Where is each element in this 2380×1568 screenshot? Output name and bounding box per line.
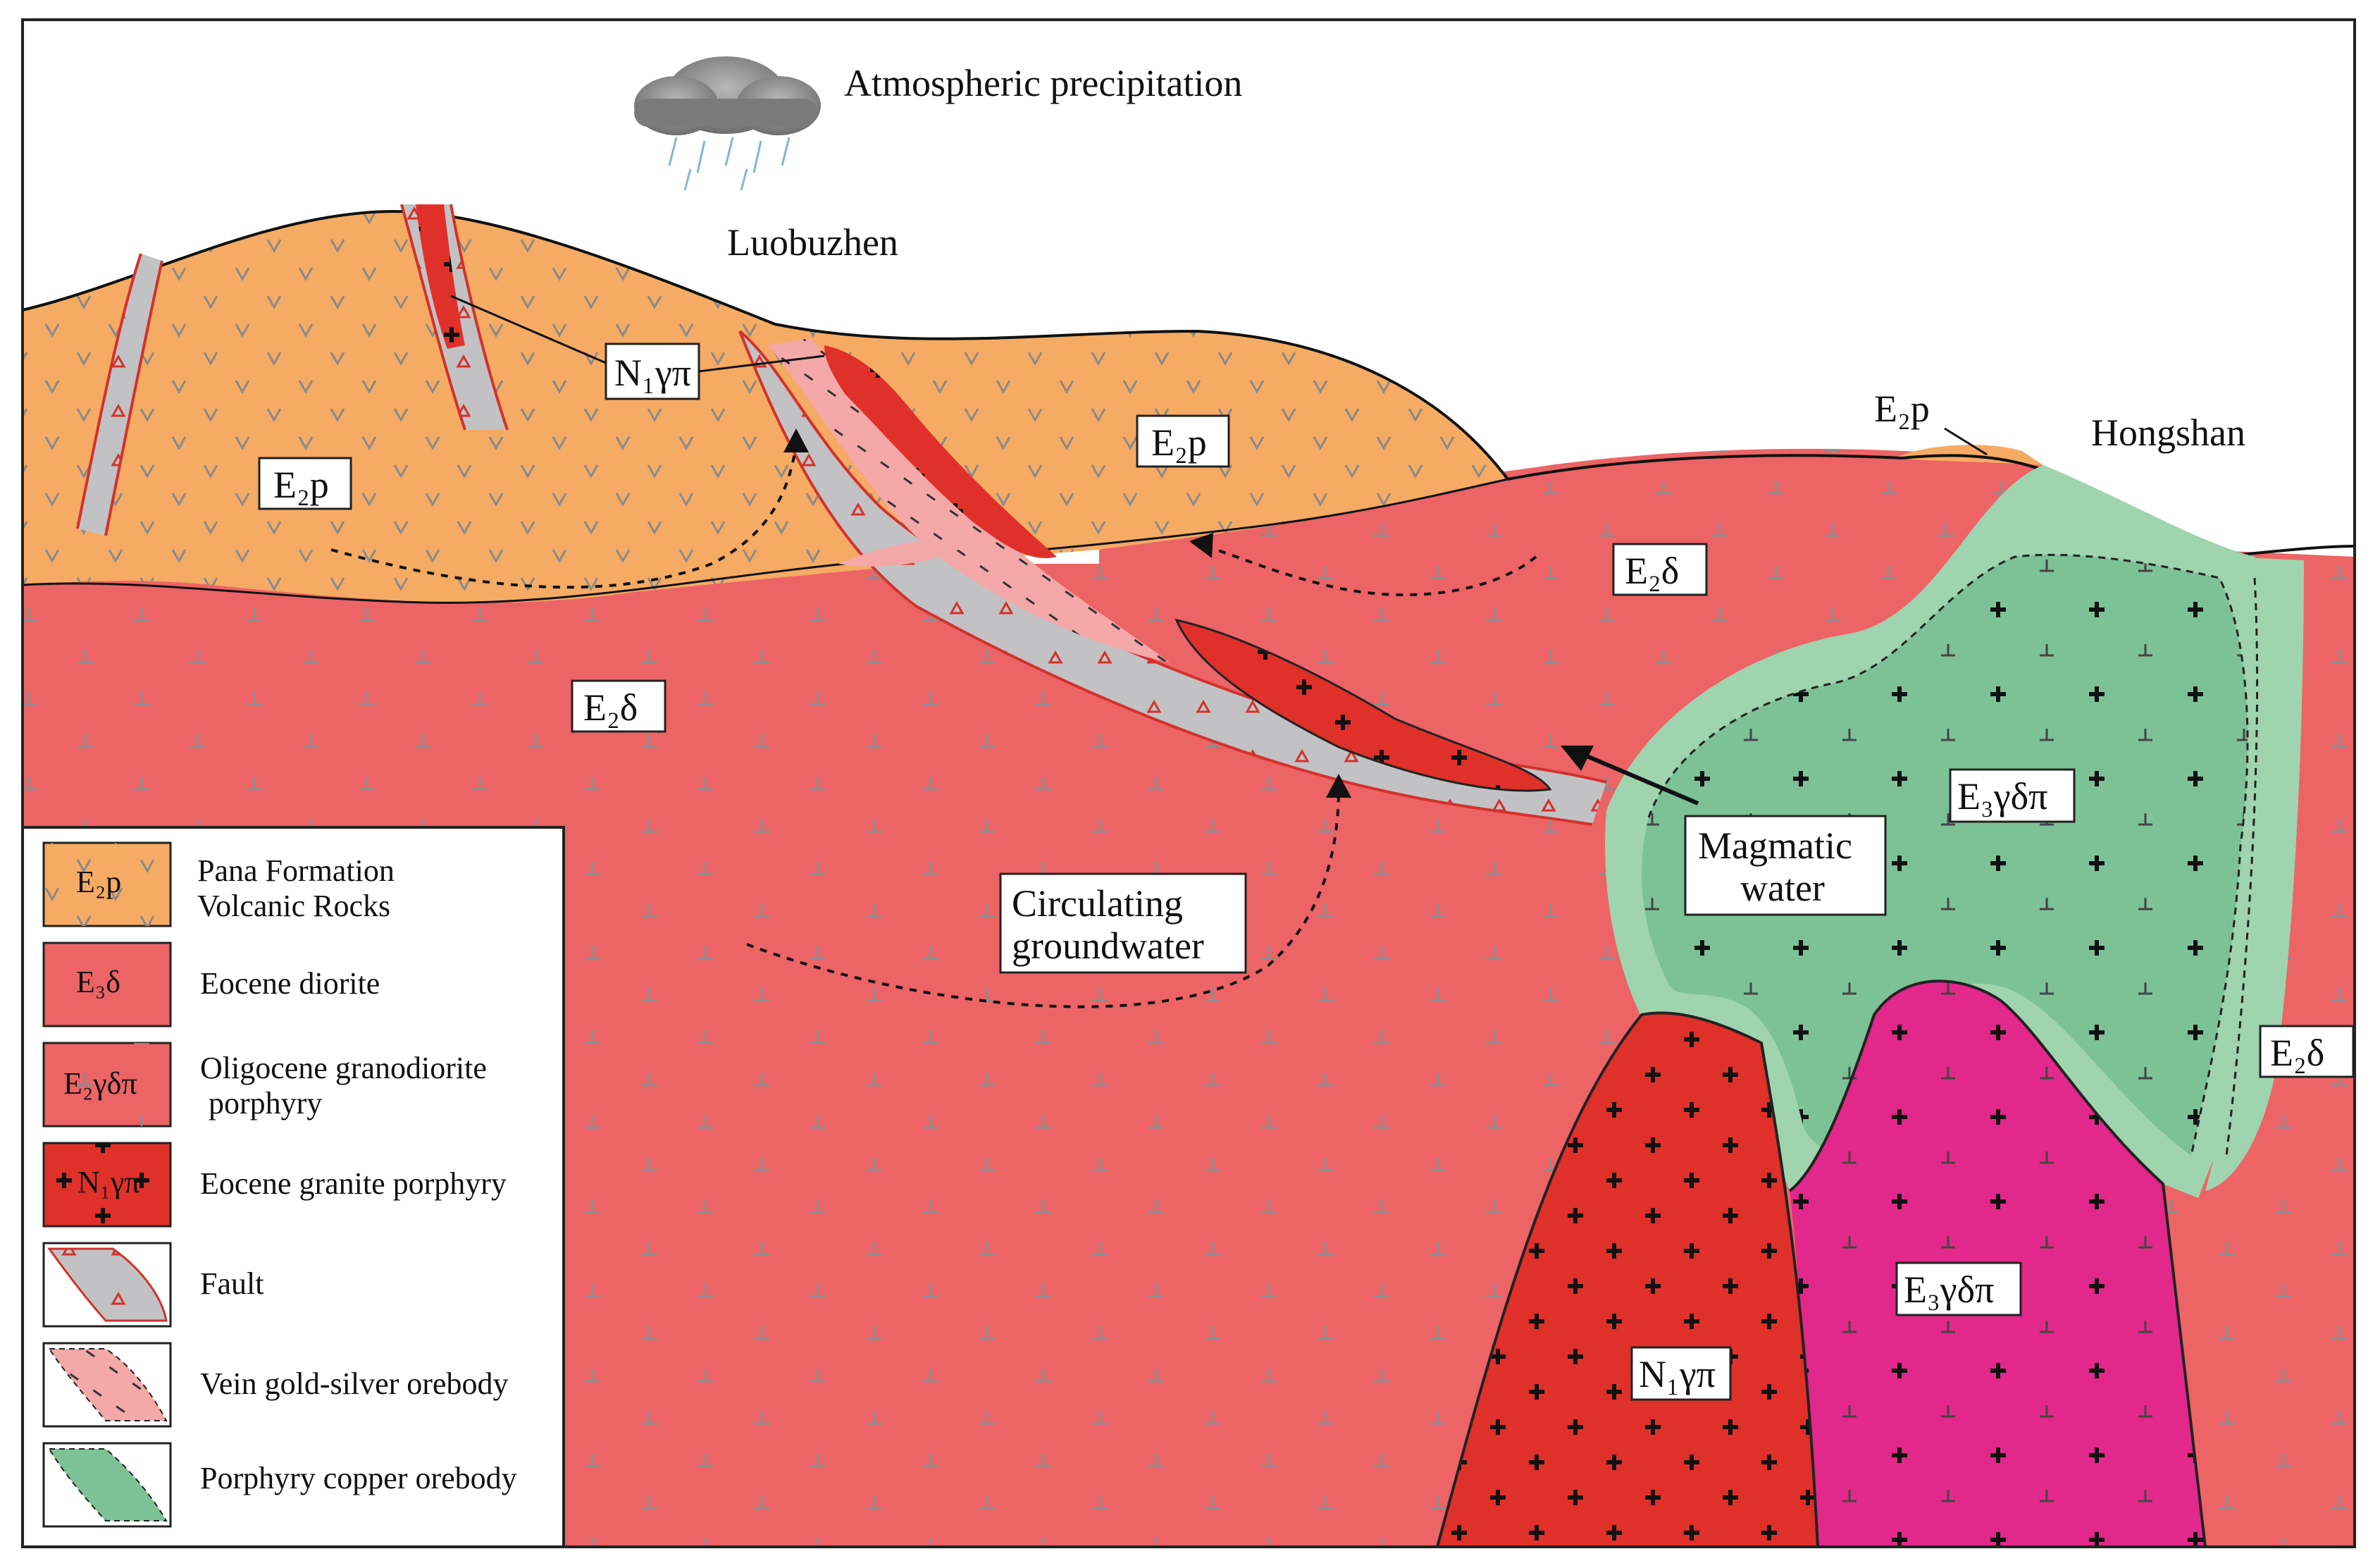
label-e2p-hongshan: E₂p [1874, 388, 1988, 456]
label-n1gp-lower: N₁γπ [1630, 1346, 1732, 1401]
magmatic-water-label: Magmatic water [1684, 815, 1887, 916]
svg-text:E₂γδπ: E₂γδπ [63, 1066, 137, 1101]
svg-text:N₁γπ: N₁γπ [1639, 1353, 1716, 1395]
label-e2delta-left: E₂δ [571, 679, 667, 733]
arrow-heads [783, 428, 1351, 798]
svg-text:E₂p: E₂p [1151, 421, 1207, 464]
legend-item-porphyry: Porphyry copper orebody [42, 1442, 517, 1528]
label-e2p-left: E₂p [258, 457, 352, 510]
svg-text:E₂p: E₂p [76, 865, 121, 899]
svg-text:Fault: Fault [200, 1266, 264, 1301]
svg-text:E₂δ: E₂δ [583, 686, 638, 729]
unit-labels: N₁γπ E₂p E₂p E₂p E₂δ E₂δ E₂δ E₃γδπ [258, 295, 2355, 1401]
svg-text:Porphyry copper orebody: Porphyry copper orebody [200, 1461, 517, 1495]
volcanic-cover [23, 211, 2043, 603]
atmospheric-label: Atmospheric precipitation [844, 62, 1242, 104]
hongshan-label: Hongshan [2091, 412, 2245, 454]
vein-gold-silver-orebody [768, 338, 1170, 662]
porphyry-copper-orebody [1605, 465, 2293, 1198]
label-e2p-center: E₂p [1136, 414, 1230, 468]
legend-item-vein: Vein gold-silver orebody [42, 1342, 508, 1428]
legend-item-fault: Fault [42, 1242, 264, 1328]
svg-text:groundwater: groundwater [1012, 925, 1204, 967]
legend-item-e2gdp: E₂γδπ Oligocene granodiorite porphyry [42, 1042, 487, 1128]
svg-text:E₃δ: E₃δ [76, 965, 120, 999]
svg-text:water: water [1740, 867, 1825, 909]
figure-frame [21, 18, 2356, 1548]
legend-item-e3delta: E₃δ Eocene diorite [42, 942, 380, 1027]
label-e2delta-right: E₂δ [2259, 1025, 2355, 1078]
svg-text:E₂δ: E₂δ [1625, 550, 1679, 592]
svg-text:E₂δ: E₂δ [2270, 1032, 2324, 1074]
n1-granite-porphyry-lower [1436, 1011, 1819, 1548]
luobuzhen-label: Luobuzhen [727, 221, 898, 264]
label-e3gdp-lower: E₃γδπ [1895, 1261, 2022, 1316]
legend: E₂p Pana Formation Volcanic Rocks E₃δ Eo… [21, 826, 565, 1548]
label-e3gdp-upper: E₃γδπ [1949, 768, 2076, 823]
svg-text:Circulating: Circulating [1012, 882, 1183, 925]
svg-text:E₃γδπ: E₃γδπ [1904, 1268, 1994, 1311]
granite-porphyry-dykes [824, 345, 1552, 792]
magmatic-flow-arrow [1561, 746, 1699, 805]
svg-text:Vein gold-silver orebody: Vein gold-silver orebody [200, 1366, 508, 1401]
circulating-arrow-left [330, 443, 798, 589]
svg-text:E₃γδπ: E₃γδπ [1957, 775, 2047, 817]
svg-text:Eocene granite porphyry: Eocene granite porphyry [200, 1166, 507, 1201]
svg-text:Eocene diorite: Eocene diorite [200, 966, 380, 1001]
label-n1gp-upper: N₁γπ [450, 295, 825, 400]
svg-text:Volcanic Rocks: Volcanic Rocks [197, 889, 390, 923]
svg-text:porphyry: porphyry [209, 1086, 322, 1121]
cloud-icon [634, 56, 821, 191]
circulating-groundwater-label: Circulating groundwater [999, 872, 1247, 974]
flow-arrows [330, 443, 1537, 1008]
legend-item-n1gp: N₁γπ Eocene granite porphyry [42, 1142, 507, 1228]
svg-text:E₂p: E₂p [1874, 388, 1930, 430]
circulating-arrow-center [746, 789, 1340, 1008]
label-e2delta-center: E₂δ [1612, 543, 1708, 596]
left-faults [76, 204, 509, 536]
svg-text:Magmatic: Magmatic [1698, 825, 1852, 867]
svg-text:Pana Formation: Pana Formation [197, 853, 395, 888]
svg-text:N₁γπ: N₁γπ [614, 352, 691, 394]
svg-text:E₂p: E₂p [273, 464, 329, 506]
legend-item-e2p: E₂p Pana Formation Volcanic Rocks [42, 841, 395, 927]
volcanic-base-line [22, 478, 1508, 604]
svg-text:Oligocene granodiorite: Oligocene granodiorite [200, 1051, 487, 1085]
svg-text:N₁γπ: N₁γπ [78, 1165, 140, 1199]
